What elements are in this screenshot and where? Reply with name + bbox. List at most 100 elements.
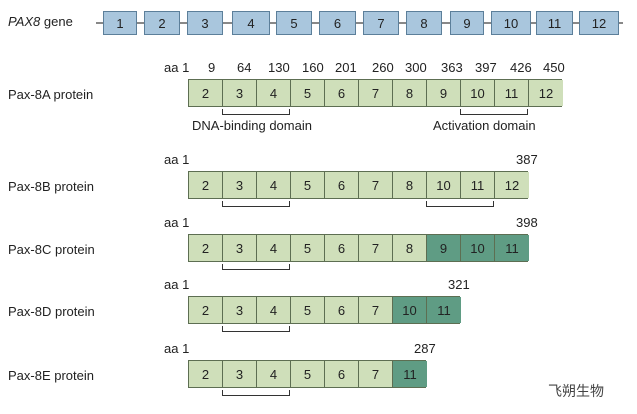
gene-exon: 5	[276, 11, 312, 35]
exon-segment: 4	[257, 80, 291, 106]
exon-segment: 5	[291, 80, 325, 106]
exon-segment: 5	[291, 235, 325, 261]
alt-exon-segment: 11	[427, 297, 461, 323]
exon-segment: 10	[461, 80, 495, 106]
dna-binding-bracket	[222, 264, 290, 270]
dna-binding-bracket	[222, 109, 290, 115]
gene-exon: 8	[406, 11, 442, 35]
aa-end-label: 398	[516, 215, 538, 230]
aa-position: 450	[543, 60, 565, 75]
aa-start-label: aa 1	[164, 277, 190, 292]
exon-segment: 4	[257, 297, 291, 323]
gene-exon: 6	[319, 11, 356, 35]
aa-start-label: aa 1	[164, 215, 190, 230]
exon-segment: 2	[189, 80, 223, 106]
gene-exon: 2	[144, 11, 180, 35]
gene-exon: 7	[363, 11, 399, 35]
aa-start-label: aa 1	[164, 341, 190, 356]
alt-exon-segment: 9	[427, 235, 461, 261]
exon-segment: 7	[359, 80, 393, 106]
protein-name: Pax-8B protein	[8, 179, 94, 194]
aa-end-label: 287	[414, 341, 436, 356]
exon-segment: 4	[257, 235, 291, 261]
protein-name: Pax-8E protein	[8, 368, 94, 383]
exon-segment: 6	[325, 80, 359, 106]
dna-binding-domain-label: DNA-binding domain	[192, 118, 312, 133]
exon-segment: 2	[189, 235, 223, 261]
protein-name: Pax-8C protein	[8, 242, 95, 257]
exon-segment: 7	[359, 361, 393, 387]
protein-name: Pax-8A protein	[8, 87, 94, 102]
exon-segment: 6	[325, 297, 359, 323]
aa-position: 64	[237, 60, 252, 75]
exon-segment: 12	[529, 80, 563, 106]
aa-position: 130	[268, 60, 290, 75]
alt-exon-segment: 11	[495, 235, 529, 261]
protein-name: Pax-8D protein	[8, 304, 95, 319]
activation-bracket	[460, 109, 528, 115]
exon-segment: 2	[189, 297, 223, 323]
alt-exon-segment: 10	[393, 297, 427, 323]
exon-segment: 12	[495, 172, 529, 198]
aa-start-label: aa 1	[164, 152, 190, 167]
exon-segment: 5	[291, 361, 325, 387]
dna-binding-bracket	[222, 326, 290, 332]
gene-label: PAX8 gene	[8, 15, 73, 28]
exon-segment: 11	[461, 172, 495, 198]
exon-segment: 8	[393, 235, 427, 261]
gene-exon: 9	[450, 11, 484, 35]
exon-segment: 6	[325, 172, 359, 198]
gene-exon: 4	[232, 11, 270, 35]
exon-segment: 3	[223, 297, 257, 323]
exon-segment: 9	[427, 80, 461, 106]
alt-exon-segment: 10	[461, 235, 495, 261]
aa-position: 426	[510, 60, 532, 75]
watermark: 飞朔生物	[548, 383, 604, 399]
exon-segment: 5	[291, 172, 325, 198]
aa-start-label: aa 1	[164, 60, 190, 75]
exon-segment: 6	[325, 361, 359, 387]
aa-position: 300	[405, 60, 427, 75]
exon-segment: 11	[495, 80, 529, 106]
aa-position: 363	[441, 60, 463, 75]
exon-segment: 8	[393, 80, 427, 106]
exon-segment: 5	[291, 297, 325, 323]
exon-segment: 7	[359, 297, 393, 323]
exon-segment: 3	[223, 80, 257, 106]
exon-segment: 7	[359, 235, 393, 261]
exon-segment: 4	[257, 172, 291, 198]
aa-position: 260	[372, 60, 394, 75]
exon-segment: 4	[257, 361, 291, 387]
gene-exon: 1	[103, 11, 137, 35]
gene-exon: 10	[491, 11, 531, 35]
exon-segment: 7	[359, 172, 393, 198]
alt-exon-segment: 11	[393, 361, 427, 387]
aa-position: 397	[475, 60, 497, 75]
gene-exon: 12	[579, 11, 619, 35]
gene-exon: 3	[187, 11, 223, 35]
exon-segment: 6	[325, 235, 359, 261]
exon-segment: 10	[427, 172, 461, 198]
gene-backbone	[96, 22, 623, 24]
exon-segment: 3	[223, 361, 257, 387]
exon-segment: 3	[223, 172, 257, 198]
aa-end-label: 387	[516, 152, 538, 167]
activation-domain-label: Activation domain	[433, 118, 536, 133]
exon-segment: 2	[189, 361, 223, 387]
aa-end-label: 321	[448, 277, 470, 292]
activation-bracket	[426, 201, 494, 207]
dna-binding-bracket	[222, 390, 290, 396]
gene-name: PAX8	[8, 14, 41, 29]
exon-segment: 2	[189, 172, 223, 198]
aa-position: 201	[335, 60, 357, 75]
aa-position: 160	[302, 60, 324, 75]
gene-suffix: gene	[40, 14, 73, 29]
dna-binding-bracket	[222, 201, 290, 207]
aa-position: 9	[208, 60, 216, 75]
